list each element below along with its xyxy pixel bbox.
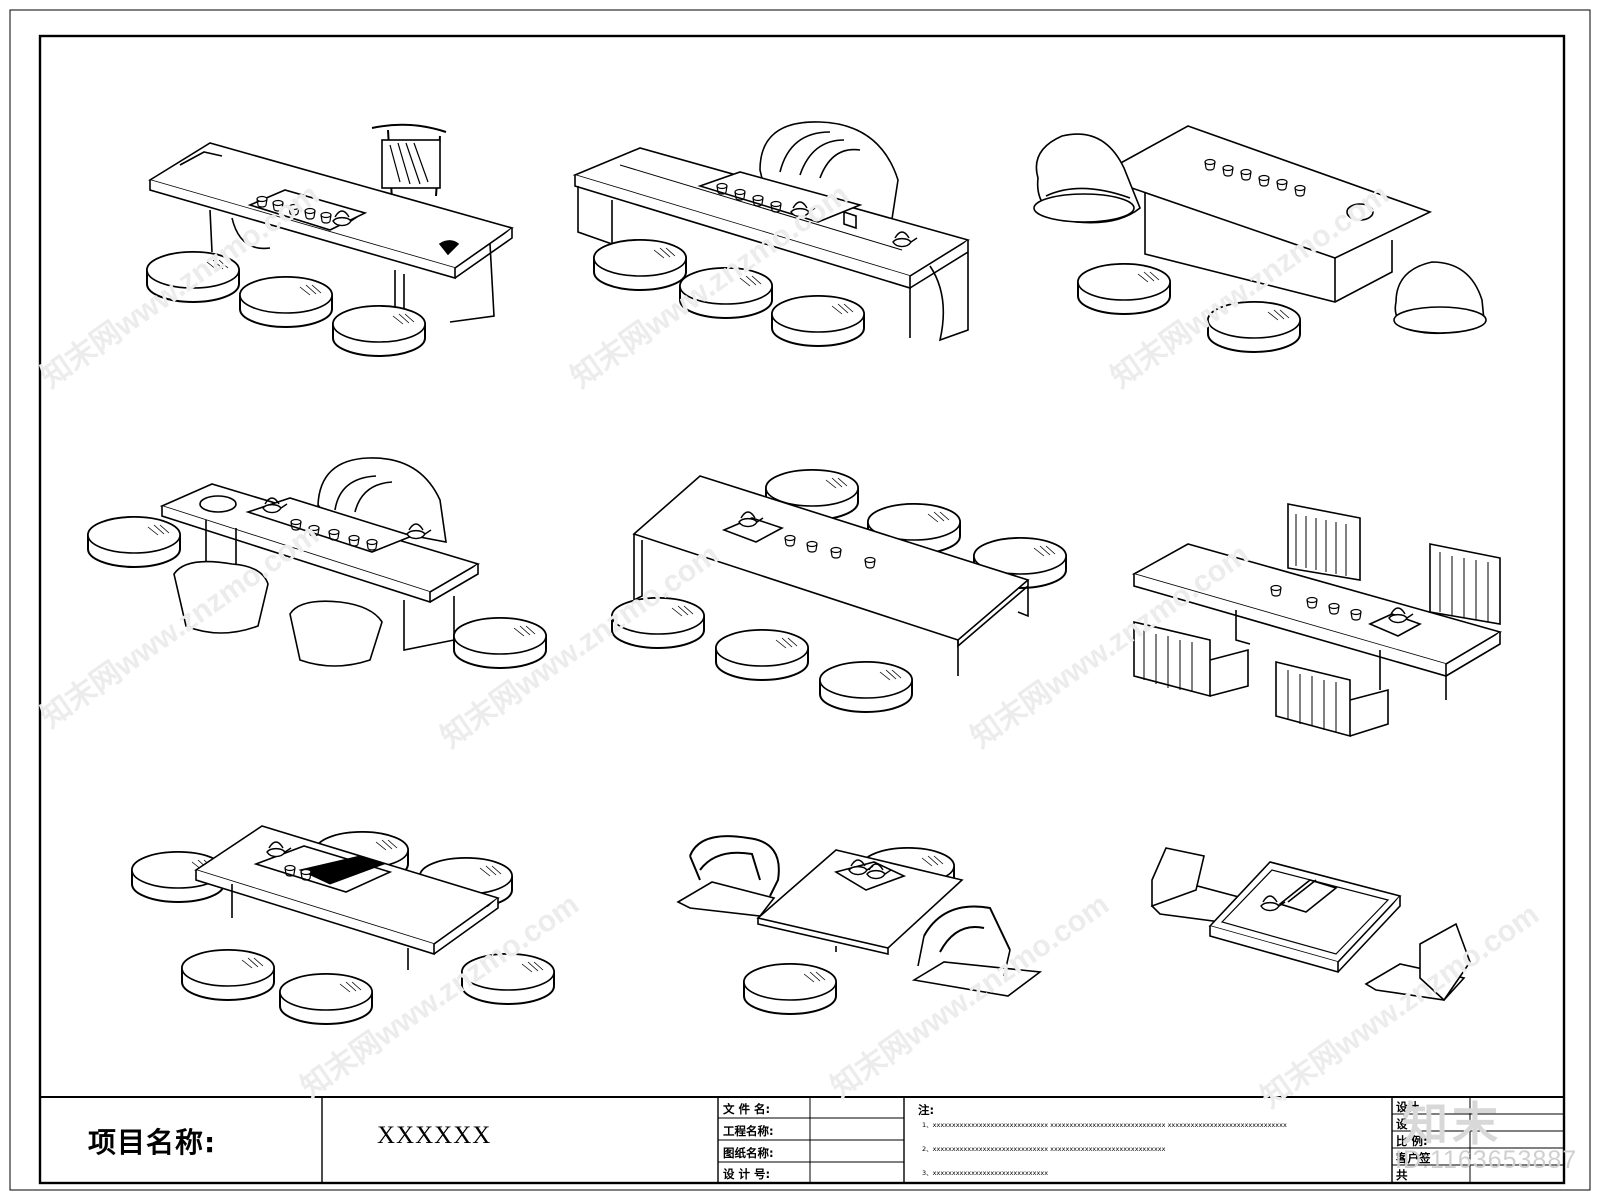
tea-set-8: [676, 835, 1043, 1015]
right-label-total: 共: [1396, 1168, 1408, 1182]
tea-set-9: [1150, 847, 1471, 1002]
watermark-logo: 知末: [1402, 1097, 1502, 1151]
note-line-3: 3、xxxxxxxxxxxxxxxxxxxxxxxxxxxxxx: [922, 1169, 1049, 1177]
field-project-name: 工程名称:: [723, 1124, 774, 1138]
title-block-lines: [40, 1096, 1564, 1183]
tea-set-3: [1033, 125, 1487, 353]
field-file-name: 文 件 名:: [723, 1102, 771, 1116]
project-name-label: 项目名称:: [88, 1126, 217, 1159]
right-label-designer: 设计: [1396, 1100, 1419, 1114]
right-label-client-sign: 客户签: [1396, 1151, 1431, 1165]
tea-set-4: [87, 457, 547, 669]
right-label-design: 设: [1396, 1117, 1408, 1131]
field-design-number: 设 计 号:: [723, 1167, 771, 1181]
tea-set-1: [146, 123, 514, 357]
right-label-scale: 比 例:: [1396, 1134, 1428, 1148]
tea-set-5: [611, 469, 1067, 713]
field-drawing-name: 图纸名称:: [723, 1146, 774, 1160]
note-line-2: 2、xxxxxxxxxxxxxxxxxxxxxxxxxxxxxx xxxxxxx…: [922, 1145, 1166, 1153]
tea-set-2: [572, 121, 970, 347]
watermark-id: ID:1163653887: [1395, 1146, 1578, 1174]
notes-label: 注:: [918, 1103, 935, 1117]
note-line-1: 1、xxxxxxxxxxxxxxxxxxxxxxxxxxxxxx xxxxxxx…: [922, 1121, 1287, 1129]
tea-set-6: [1131, 503, 1503, 738]
tea-set-7: [131, 825, 555, 1025]
project-name-value: XXXXXX: [377, 1122, 492, 1149]
